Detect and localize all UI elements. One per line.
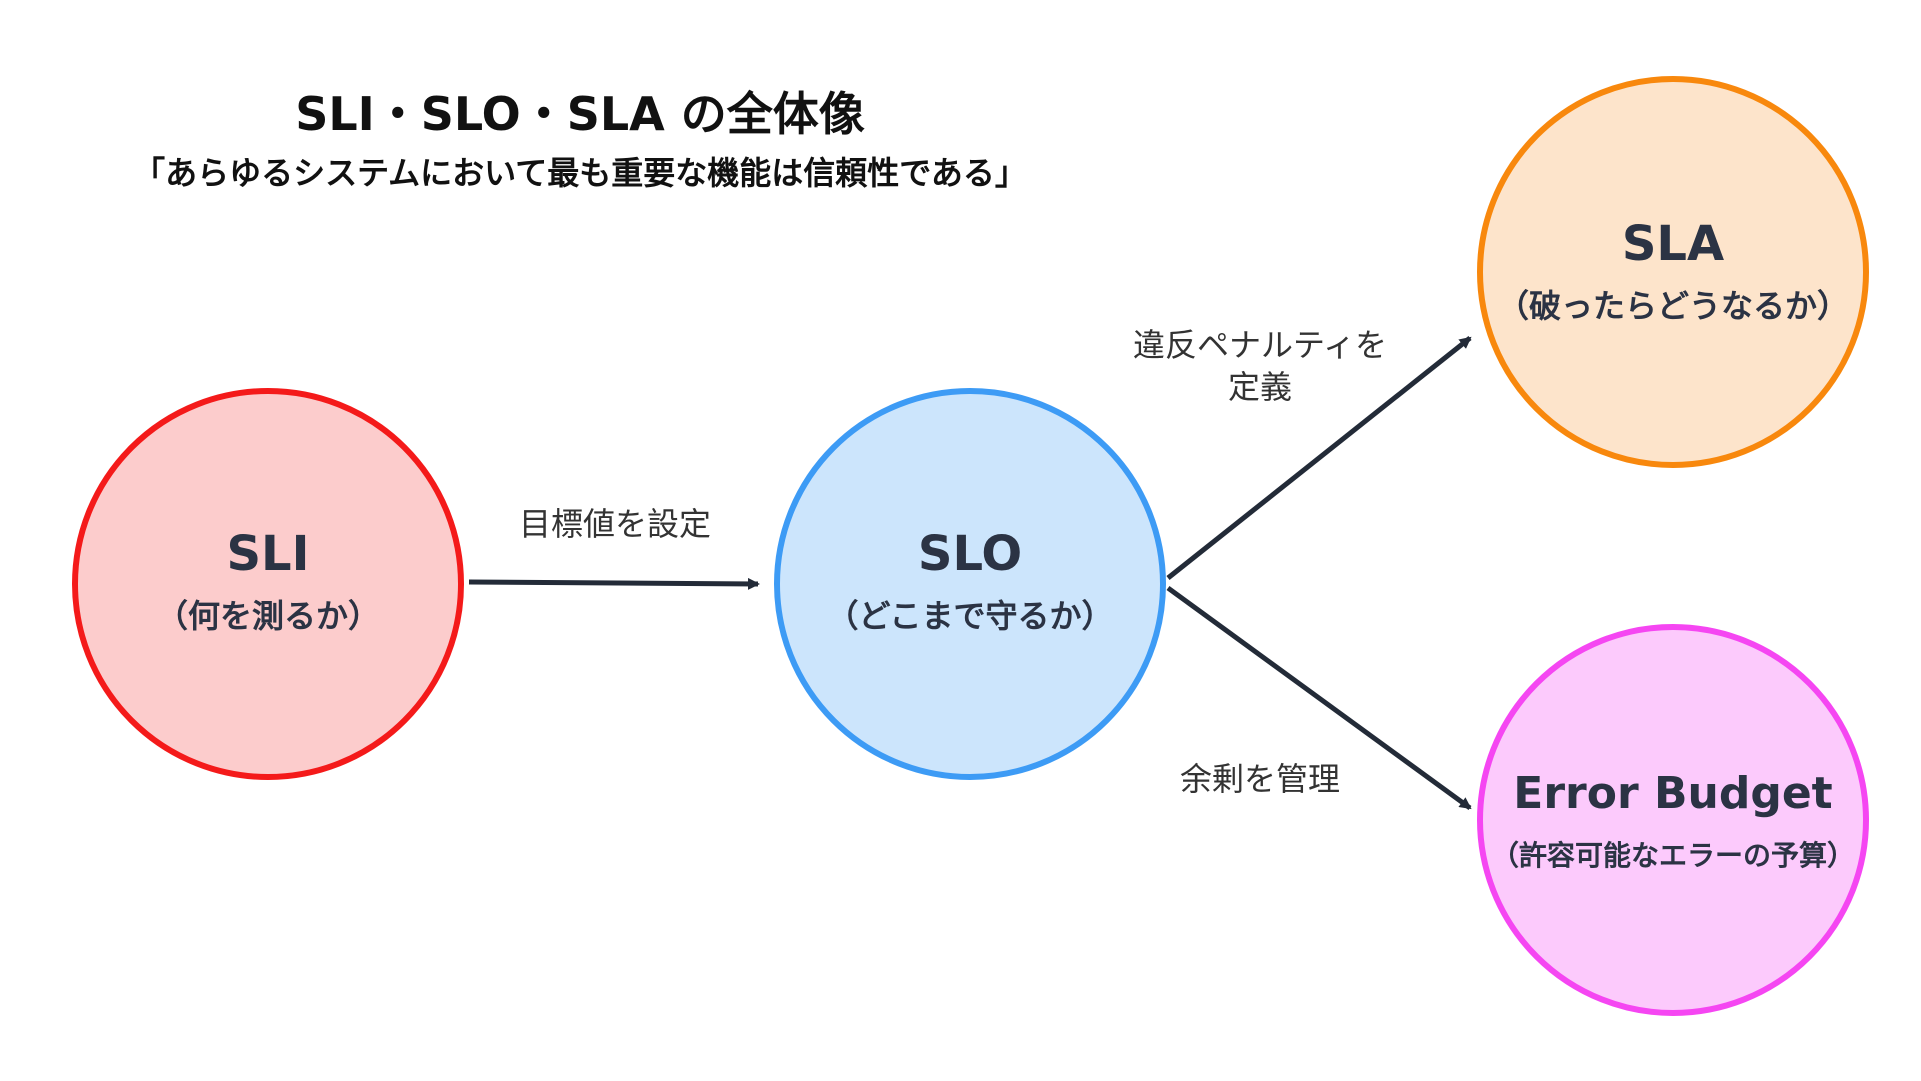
slo-label: SLO — [917, 526, 1023, 582]
arrow-slo-to-sla — [1166, 336, 1472, 580]
edge-label-slo-to-sla-line2: 定義 — [1227, 368, 1292, 406]
sla-label: SLA — [1621, 216, 1725, 272]
diagram-subtitle: 「あらゆるシステムにおいて最も重要な機能は信頼性である」 — [133, 154, 1027, 192]
error-budget-description: （許容可能なエラーの予算） — [1490, 839, 1855, 872]
slo-description: （どこまで守るか） — [826, 597, 1114, 635]
sli-node: SLI （何を測るか） — [68, 526, 468, 638]
arrow-sli-to-slo — [468, 577, 760, 590]
sli-label: SLI — [226, 526, 310, 582]
sla-description: （破ったらどうなるか） — [1496, 287, 1849, 325]
error-budget-label: Error Budget — [1513, 768, 1833, 819]
edge-label-slo-to-error-budget: 余剰を管理 — [1179, 760, 1340, 798]
edge-label-slo-to-sla: 違反ペナルティを 定義 — [1090, 324, 1430, 408]
sla-node: SLA （破ったらどうなるか） — [1473, 216, 1873, 328]
sli-description: （何を測るか） — [155, 597, 380, 635]
arrow-slo-to-error-budget — [1166, 585, 1472, 811]
edge-label-sli-to-slo: 目標値を設定 — [518, 505, 711, 543]
error-budget-node-circle — [1477, 624, 1869, 1016]
edge-label-slo-to-sla-line1: 違反ペナルティを — [1132, 326, 1388, 364]
slo-node: SLO （どこまで守るか） — [770, 526, 1170, 638]
sla-node-circle — [1477, 76, 1869, 468]
diagram-title: SLI・SLO・SLA の全体像 — [295, 87, 865, 141]
error-budget-node: Error Budget （許容可能なエラーの予算） — [1473, 766, 1873, 878]
sli-node-circle — [72, 388, 464, 780]
slo-node-circle — [774, 388, 1166, 780]
